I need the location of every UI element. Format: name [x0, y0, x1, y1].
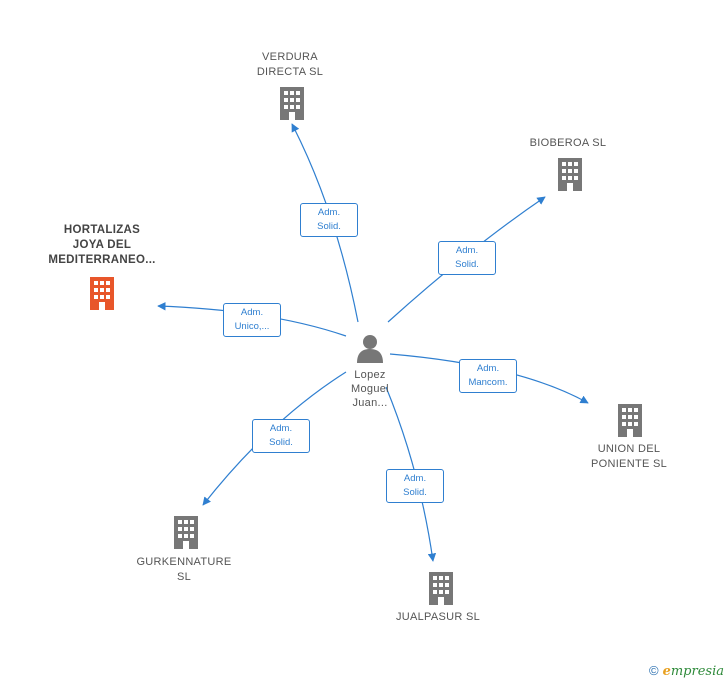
person-name-line: Moguel [351, 383, 389, 395]
brand-logo-text: mpresia [670, 664, 724, 679]
relation-label-line: Unico,... [234, 321, 270, 332]
building-icon[interactable] [615, 403, 645, 437]
company-label-verdura[interactable]: VERDURA DIRECTA SL [230, 50, 350, 80]
company-label-line: PONIENTE SL [590, 458, 668, 470]
person-name[interactable]: Lopez Moguel Juan... [330, 368, 410, 410]
company-label-line: SL [176, 571, 192, 583]
company-label-bioberoa[interactable]: BIOBEROA SL [508, 136, 628, 151]
building-icon[interactable] [171, 515, 201, 549]
person-name-line: Lopez [354, 369, 386, 381]
company-label-gurken[interactable]: GURKENNATURE SL [124, 555, 244, 585]
building-icon[interactable] [555, 157, 585, 191]
brand-footer[interactable]: ©empresia [649, 663, 724, 679]
relation-label[interactable]: Adm. Mancom. [459, 359, 517, 393]
company-label-union[interactable]: UNION DEL PONIENTE SL [569, 442, 689, 472]
relation-label-line: Adm. [455, 245, 479, 256]
relation-label[interactable]: Adm. Solid. [386, 469, 444, 503]
company-label-line: UNION DEL [597, 443, 661, 455]
relation-label-line: Solid. [317, 221, 341, 232]
relation-label[interactable]: Adm. Unico,... [223, 303, 281, 337]
company-label-line: VERDURA [262, 51, 318, 63]
company-label-line: HORTALIZAS [63, 224, 141, 236]
relation-label[interactable]: Adm. Solid. [438, 241, 496, 275]
relation-label[interactable]: Adm. Solid. [300, 203, 358, 237]
relation-label-line: Adm. [403, 473, 427, 484]
relation-label-line: Mancom. [468, 377, 508, 388]
relation-label-line: Adm. [269, 423, 293, 434]
company-label-line: JOYA DEL [72, 239, 132, 251]
copyright-symbol: © [648, 663, 659, 678]
person-name-line: Juan... [352, 397, 388, 409]
building-icon[interactable] [87, 276, 117, 310]
relation-label-line: Adm. [317, 207, 341, 218]
relation-label-line: Solid. [403, 487, 427, 498]
company-label-line: BIOBEROA SL [529, 137, 607, 149]
relation-label-line: Adm. [240, 307, 264, 318]
company-label-line: MEDITERRANEO... [48, 254, 156, 266]
building-icon[interactable] [426, 571, 456, 605]
company-label-line: GURKENNATURE [136, 556, 232, 568]
company-label-hortalizas[interactable]: HORTALIZAS JOYA DEL MEDITERRANEO... [40, 223, 164, 268]
building-icon[interactable] [277, 86, 307, 120]
relation-label-line: Solid. [455, 259, 479, 270]
relation-label[interactable]: Adm. Solid. [252, 419, 310, 453]
company-label-jualpasur[interactable]: JUALPASUR SL [378, 610, 498, 625]
company-label-line: DIRECTA SL [256, 66, 324, 78]
person-icon[interactable] [354, 333, 386, 363]
company-label-line: JUALPASUR SL [395, 611, 481, 623]
relation-label-line: Solid. [269, 437, 293, 448]
brand-logo-e: e [662, 664, 671, 679]
relation-label-line: Adm. [476, 363, 500, 374]
